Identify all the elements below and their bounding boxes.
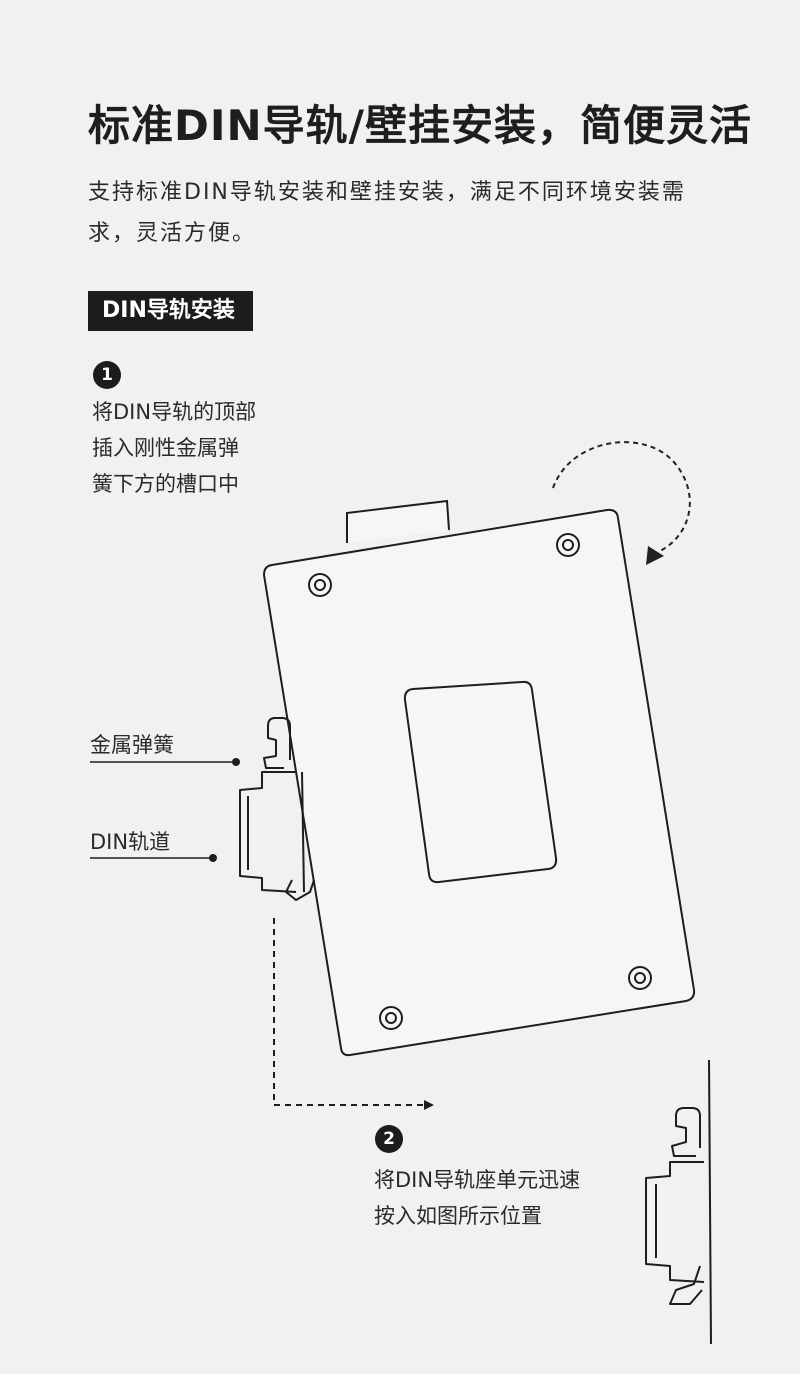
callout-leaders bbox=[90, 758, 240, 862]
screw-icon-bottom-right bbox=[628, 966, 652, 990]
section-badge-din-rail: DIN导轨安装 bbox=[88, 291, 253, 331]
screw-icon-top-left bbox=[308, 573, 332, 597]
callout-spring-dot bbox=[232, 758, 240, 766]
page-title: 标准DIN导轨/壁挂安装，简便灵活 bbox=[88, 101, 752, 150]
step-2-number-badge: 2 bbox=[375, 1125, 403, 1153]
step-1-line-1: 将DIN导轨的顶部 bbox=[92, 400, 257, 424]
step-2-line-1: 将DIN导轨座单元迅速 bbox=[374, 1168, 581, 1192]
din-rail-clip-step-1 bbox=[239, 717, 315, 901]
device-label-window bbox=[403, 680, 558, 884]
push-direction-arrow-icon bbox=[273, 918, 434, 1110]
page-subtitle: 支持标准DIN导轨安装和壁挂安装，满足不同环境安装需求，灵活方便。 bbox=[88, 180, 686, 246]
step-2-line-2: 按入如图所示位置 bbox=[374, 1204, 542, 1228]
step-1-number-badge: 1 bbox=[93, 361, 121, 389]
screw-icon-bottom-left bbox=[379, 1006, 403, 1030]
device-module bbox=[262, 499, 696, 1057]
screw-icon-top-right bbox=[556, 533, 580, 557]
callout-rail-dot bbox=[209, 854, 217, 862]
rotation-arrow-icon bbox=[552, 441, 691, 565]
din-rail-clip-installed bbox=[645, 1059, 712, 1345]
metal-spring bbox=[263, 717, 291, 769]
device-top-connector bbox=[346, 499, 450, 543]
callout-metal-spring-label: 金属弹簧 bbox=[90, 733, 174, 757]
callout-din-rail-label: DIN轨道 bbox=[90, 830, 171, 854]
device-edge-line bbox=[708, 1059, 712, 1345]
step-1-line-2: 插入刚性金属弹 bbox=[92, 436, 239, 460]
step-1-line-3: 簧下方的槽口中 bbox=[92, 472, 239, 496]
mounting-screws bbox=[308, 533, 652, 1030]
din-rail-profile bbox=[239, 771, 297, 893]
step-2-text: 将DIN导轨座单元迅速 按入如图所示位置 bbox=[374, 1162, 580, 1234]
step-1-text: 将DIN导轨的顶部 插入刚性金属弹 簧下方的槽口中 bbox=[92, 394, 256, 502]
